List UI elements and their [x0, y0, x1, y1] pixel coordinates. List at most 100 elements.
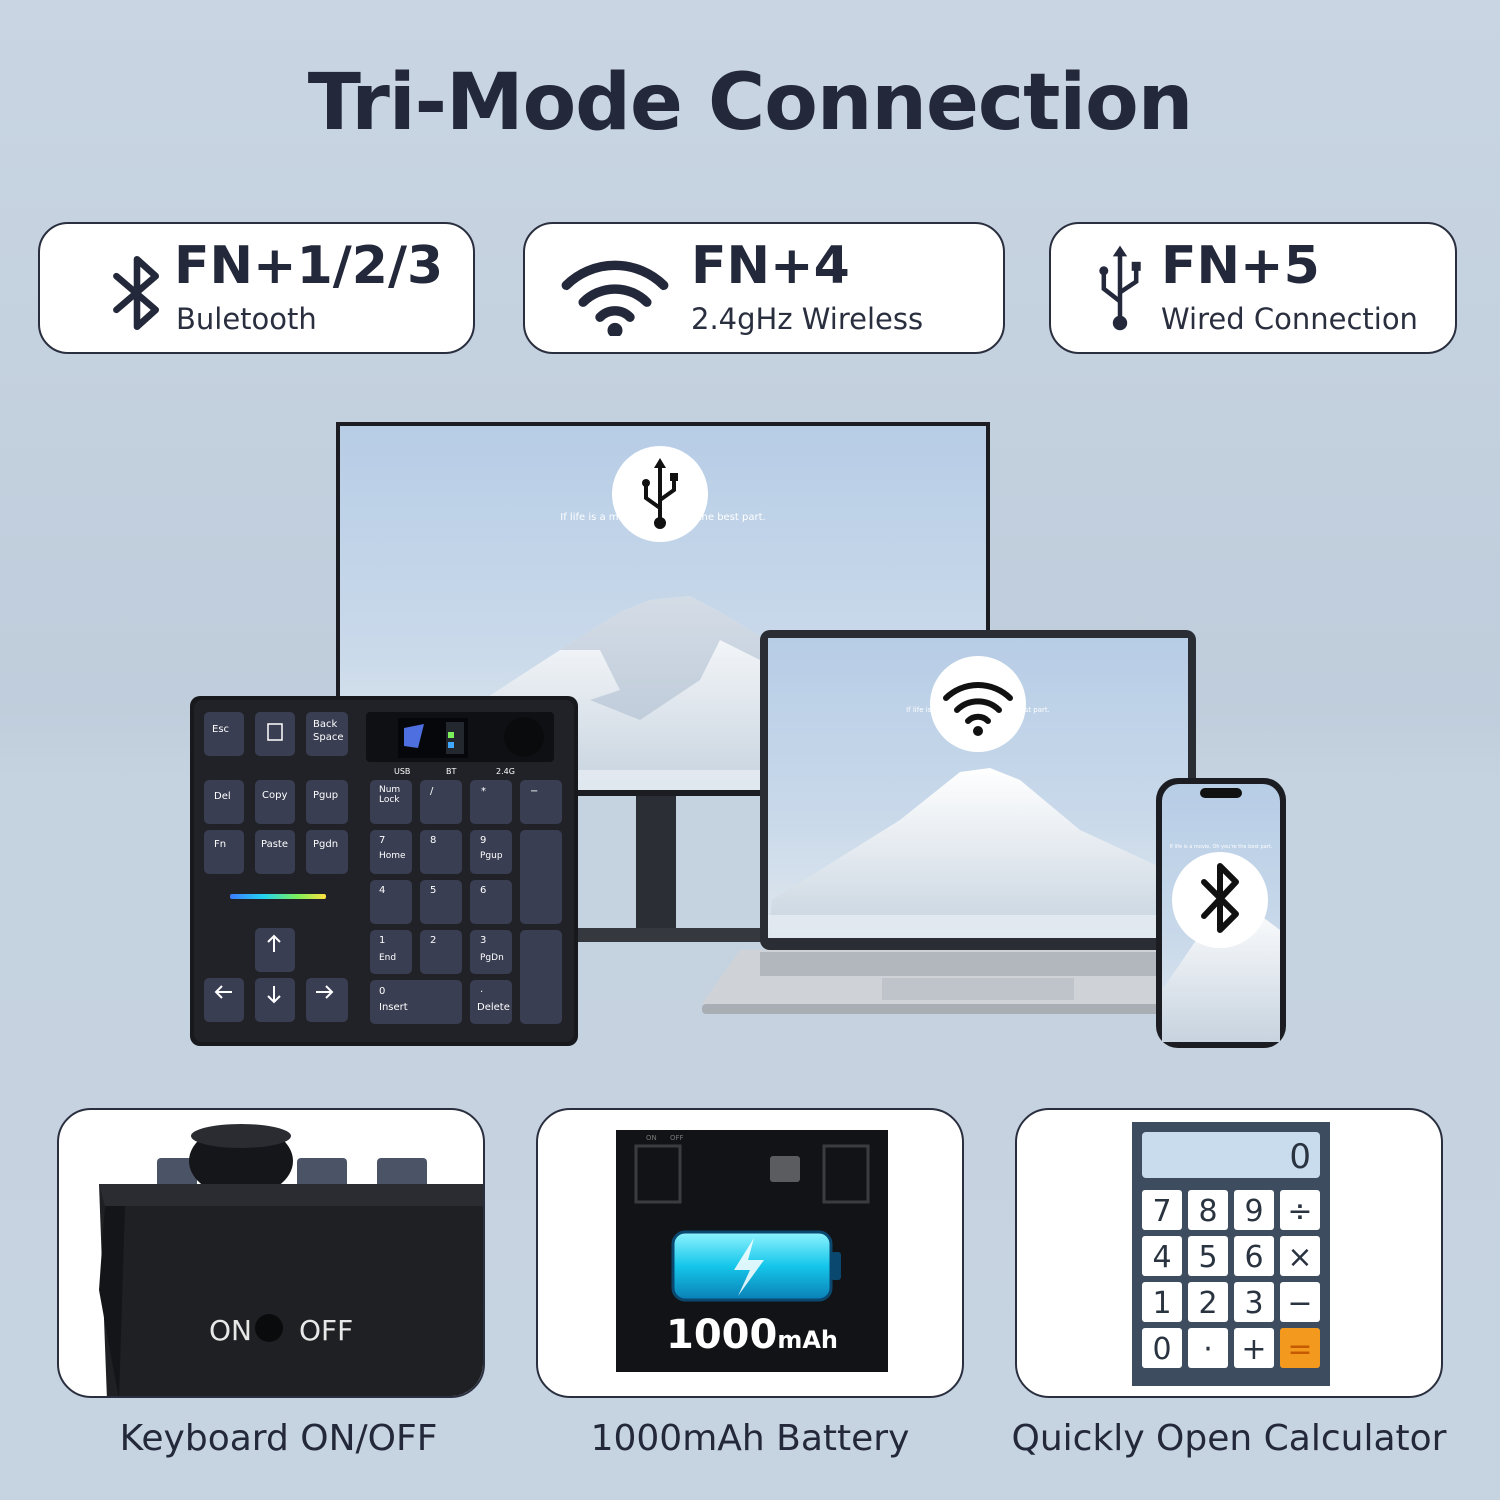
- key-pgdn-num: PgDn: [480, 953, 504, 963]
- calculator-key-label: 3: [1244, 1286, 1263, 1321]
- arrow-down-icon: [267, 986, 281, 1004]
- key-pgdn: Pgdn: [313, 839, 338, 850]
- caption-calculator: Quickly Open Calculator: [1011, 1418, 1447, 1459]
- key-num: Num: [379, 785, 400, 795]
- calculator-key: [1234, 1282, 1274, 1322]
- wifi-icon: [561, 260, 669, 336]
- power-switch-image: ON OFF: [99, 1124, 483, 1396]
- page-title: Tri-Mode Connection: [307, 58, 1193, 148]
- bluetooth-icon: [1201, 863, 1239, 933]
- indicator-24g: 2.4G: [496, 767, 515, 776]
- bluetooth-mode-card: FN+1/2/3 Buletooth: [38, 222, 475, 354]
- indicator-bt: BT: [446, 767, 456, 776]
- calculator-key: [1142, 1328, 1182, 1368]
- key-del: Del: [214, 791, 231, 802]
- underside-switch-off: OFF: [670, 1134, 684, 1142]
- switch-off-label: OFF: [299, 1314, 353, 1347]
- key-slash: /: [430, 786, 434, 797]
- phone-notch: [1200, 788, 1242, 798]
- key-paste: Paste: [261, 839, 288, 850]
- calculator-key: [1188, 1282, 1228, 1322]
- usb-receiver: [770, 1156, 800, 1182]
- bluetooth-desc: Buletooth: [176, 302, 317, 336]
- key-6: 6: [480, 885, 486, 896]
- calculator-key-label: 6: [1244, 1240, 1263, 1275]
- calculator-key-label: 0: [1152, 1332, 1171, 1367]
- calculator-display: [1142, 1132, 1320, 1178]
- caption-battery: 1000mAh Battery: [590, 1418, 910, 1459]
- arrow-left-icon: [214, 985, 232, 999]
- calculator-key-label: 2: [1198, 1286, 1217, 1321]
- key-minus: −: [530, 786, 538, 797]
- calculator-key-label: +: [1241, 1332, 1266, 1367]
- calculator-key-label: =: [1287, 1332, 1312, 1367]
- switch-on-label: ON: [209, 1314, 252, 1347]
- laptop-trackpad: [882, 978, 1074, 1000]
- laptop-keyboard: [760, 952, 1200, 976]
- calculator-key-label: ÷: [1287, 1194, 1312, 1229]
- wired-mode-card: FN+5 Wired Connection: [1049, 222, 1457, 354]
- keyboard-knob: [504, 717, 544, 757]
- monitor-stand-base: [560, 928, 770, 942]
- key-4: 4: [379, 885, 385, 896]
- key-pgup: Pgup: [313, 790, 338, 801]
- wired-desc: Wired Connection: [1161, 302, 1418, 336]
- calculator-key-label: 5: [1198, 1240, 1217, 1275]
- calculator-key: [1280, 1236, 1320, 1276]
- calculator-key: [1188, 1328, 1228, 1368]
- menu-icon: [267, 723, 283, 741]
- key-copy: Copy: [262, 790, 287, 801]
- caption-keyboard-onoff: Keyboard ON/OFF: [119, 1418, 438, 1459]
- calculator-key-label: 1: [1152, 1286, 1171, 1321]
- battery-card: ON OFF 1000mAh: [536, 1108, 964, 1398]
- bluetooth-icon: [113, 255, 160, 331]
- key-esc: Esc: [212, 724, 229, 735]
- key-pgup-num: Pgup: [480, 851, 503, 861]
- wireless-combo: FN+4: [691, 236, 850, 296]
- usb-icon: [1099, 245, 1141, 331]
- calculator-key: [1280, 1282, 1320, 1322]
- usb-icon: [642, 458, 678, 529]
- key-0: 0: [379, 986, 385, 997]
- underside-switch-on: ON: [646, 1134, 657, 1142]
- wireless-desc: 2.4gHz Wireless: [691, 302, 924, 336]
- calculator-key-label: ·: [1203, 1332, 1213, 1367]
- key-star: *: [481, 786, 486, 797]
- calculator-key-label: 7: [1152, 1194, 1171, 1229]
- calculator-key-label: ×: [1287, 1240, 1312, 1275]
- power-switch-card: ON OFF: [57, 1108, 485, 1398]
- calculator-key: [1142, 1236, 1182, 1276]
- key-fn: Fn: [214, 839, 226, 850]
- laptop: If life is a movie. Oh you're the best p…: [702, 630, 1238, 1014]
- calculator-key: [1188, 1190, 1228, 1230]
- key-dot: .: [480, 984, 483, 995]
- calculator-key: [1142, 1282, 1182, 1322]
- key-3: 3: [480, 935, 486, 946]
- calculator-key-label: 4: [1152, 1240, 1171, 1275]
- key-1: 1: [379, 935, 385, 946]
- phone-quote: If life is a movie. Oh you're the best p…: [1170, 844, 1273, 850]
- key-2: 2: [430, 935, 436, 946]
- calculator-display-value: 0: [1289, 1137, 1311, 1177]
- monitor-stand-neck: [636, 790, 676, 940]
- wifi-icon: [943, 682, 1013, 736]
- key-8: 8: [430, 835, 436, 846]
- key-home: Home: [379, 851, 406, 861]
- battery-image: ON OFF 1000mAh: [616, 1130, 888, 1372]
- key-end: End: [379, 953, 396, 963]
- arrow-right-icon: [316, 985, 334, 999]
- calculator-key: [1234, 1190, 1274, 1230]
- calculator-key: [1280, 1190, 1320, 1230]
- calculator-key-label: 8: [1198, 1194, 1217, 1229]
- wireless-mode-card: FN+4 2.4gHz Wireless: [523, 222, 1005, 354]
- key-7: 7: [379, 835, 385, 846]
- bluetooth-combo: FN+1/2/3: [174, 236, 444, 296]
- key-back: Back: [313, 719, 337, 730]
- devices-illustration: If life is a movie. Oh you're the best p…: [190, 422, 1286, 1048]
- calculator-key: [1188, 1236, 1228, 1276]
- calculator-key: [1234, 1328, 1274, 1368]
- lightning-icon: [734, 1238, 764, 1296]
- calculator-key-label: 9: [1244, 1194, 1263, 1229]
